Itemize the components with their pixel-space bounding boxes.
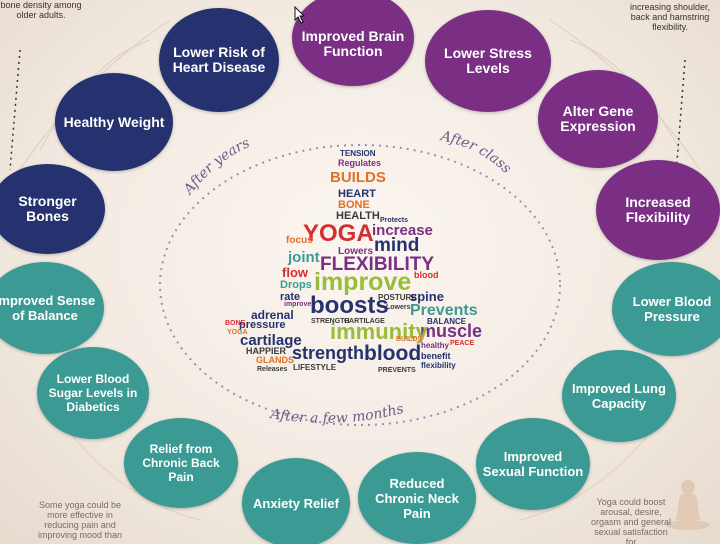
note-top-left: bone density among older adults. <box>0 0 82 20</box>
cloud-word: mind <box>374 235 420 256</box>
benefit-stronger-bones: Stronger Bones <box>0 164 105 254</box>
note-top-right: increasing shoulder, back and hamstring … <box>629 2 711 32</box>
benefit-gene-expression: Alter Gene Expression <box>538 70 658 168</box>
cloud-word: increase <box>372 222 433 239</box>
cloud-word: spine <box>410 289 444 304</box>
cloud-word: PREVENTS <box>378 367 416 374</box>
benefit-anxiety-relief: Anxiety Relief <box>242 458 350 544</box>
cloud-word: muscle <box>420 321 483 341</box>
mandala-pattern <box>19 19 701 521</box>
cloud-word: PEACE <box>450 340 475 347</box>
cloud-word: STRENGTH <box>311 318 350 325</box>
benefit-back-pain: Relief from Chronic Back Pain <box>124 418 238 508</box>
arc-label-months: After a few months <box>267 401 405 427</box>
cloud-word: Releases <box>257 366 288 373</box>
cloud-word: focus <box>286 235 313 246</box>
cloud-word: strength <box>292 343 364 363</box>
cloud-word: pressure <box>239 319 286 331</box>
cloud-word: YOGA <box>227 329 248 336</box>
cloud-word: YOGA <box>303 220 374 247</box>
cloud-word: healthy <box>421 341 450 350</box>
cloud-word: immunity <box>330 319 428 344</box>
benefit-sexual-function: Improved Sexual Function <box>476 418 590 510</box>
cloud-word: TENSION <box>340 149 376 158</box>
cloud-word: Drops <box>280 279 312 291</box>
cloud-word: Protects <box>380 217 409 224</box>
cloud-word: blood <box>414 270 439 280</box>
benefit-blood-pressure: Lower Blood Pressure <box>612 262 720 356</box>
cloud-word: HEART <box>338 188 376 200</box>
cloud-word: flexibility <box>421 361 456 370</box>
cloud-word: CARTILAGE <box>344 318 385 325</box>
cloud-word: Lowers <box>386 304 411 311</box>
dotted-ring <box>159 144 561 426</box>
cloud-word: BONE <box>225 320 246 327</box>
dotted-connector-right <box>669 59 686 251</box>
cloud-word: HAPPIER <box>246 346 287 356</box>
benefit-stress-levels: Lower Stress Levels <box>425 10 551 112</box>
note-bottom-left: Some yoga could be more effective in red… <box>37 500 123 540</box>
cloud-word: blood <box>364 342 422 365</box>
benefit-heart-disease: Lower Risk of Heart Disease <box>159 8 279 112</box>
benefit-neck-pain: Reduced Chronic Neck Pain <box>358 452 476 544</box>
cloud-word: LIFESTYLE <box>293 363 337 372</box>
cloud-word: HEALTH <box>336 210 380 222</box>
note-bottom-right: Yoga could boost arousal, desire, orgasm… <box>590 497 672 544</box>
cloud-word: POSTURE <box>378 293 417 302</box>
cloud-word: FLEXIBILITY <box>320 254 434 275</box>
cloud-word: rate <box>280 291 301 303</box>
arc-label-class: After class <box>437 128 514 177</box>
cloud-word: benefit <box>421 351 451 361</box>
benefit-lung-capacity: Improved Lung Capacity <box>562 350 676 442</box>
cloud-word: boosts <box>310 292 389 319</box>
cloud-word: Prevents <box>410 302 478 319</box>
meditation-figure-icon <box>666 480 710 530</box>
cloud-word: GLANDS <box>256 355 294 365</box>
benefit-sense-of-balance: Improved Sense of Balance <box>0 262 104 354</box>
cloud-word: BUILDS <box>330 169 386 186</box>
cloud-word: improve <box>314 268 412 296</box>
benefit-blood-sugar: Lower Blood Sugar Levels in Diabetics <box>37 347 149 439</box>
cloud-word: BALANCE <box>427 317 467 326</box>
cloud-word: improve <box>284 301 312 308</box>
cloud-word: Lowers <box>338 246 374 257</box>
dotted-connector-left <box>9 49 21 171</box>
benefit-flexibility: Increased Flexibility <box>596 160 720 260</box>
benefit-healthy-weight: Healthy Weight <box>55 73 173 171</box>
cloud-word: adrenal <box>251 308 294 322</box>
cloud-word: Regulates <box>338 158 382 168</box>
arc-label-years: After years <box>179 135 252 199</box>
cloud-word: joint <box>288 249 320 266</box>
benefit-brain-function: Improved Brain Function <box>292 0 414 86</box>
cloud-word: BONE <box>338 199 370 211</box>
cloud-word: flow <box>282 265 308 280</box>
cloud-word: BUILDS <box>396 336 423 343</box>
mouse-cursor-icon <box>294 6 306 24</box>
cloud-word: cartilage <box>240 332 302 349</box>
